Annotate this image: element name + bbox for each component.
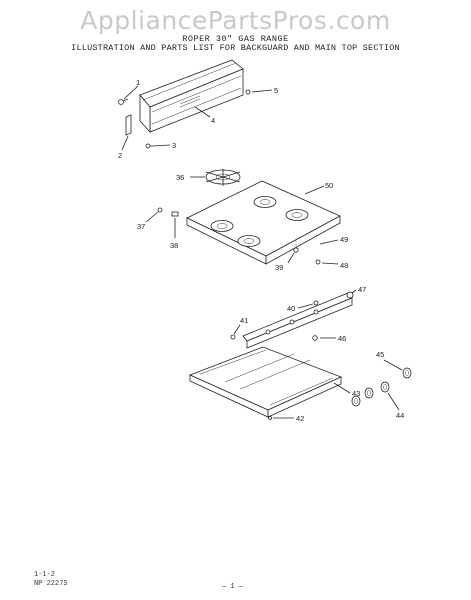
callout-45: 45 <box>376 350 384 359</box>
part-48 <box>315 259 321 265</box>
doc-number: NP 2227S <box>34 580 68 588</box>
callout-50: 50 <box>325 181 333 190</box>
callout-36: 36 <box>176 173 184 182</box>
part-42 <box>268 416 272 420</box>
burner-opening <box>285 209 309 221</box>
callout-37: 37 <box>137 222 145 231</box>
manifold-part-47 <box>242 291 354 349</box>
callout-3: 3 <box>172 141 176 150</box>
callout-38: 38 <box>170 241 178 250</box>
callout-4: 4 <box>211 116 215 125</box>
screw-part-1 <box>118 98 129 105</box>
page-number: — 1 — <box>222 583 244 591</box>
callout-39: 39 <box>275 263 283 272</box>
grate-part-36 <box>205 169 241 186</box>
part-46 <box>312 335 318 341</box>
callout-1: 1 <box>136 78 140 87</box>
callout-47: 47 <box>358 285 366 294</box>
knob-part-44 <box>364 387 374 399</box>
burner-opening <box>253 196 277 208</box>
part-39 <box>293 247 299 253</box>
knob-part-44 <box>380 381 390 393</box>
diagram-title: ROPER 30" GAS RANGE <box>182 34 289 44</box>
screw-part-5 <box>245 89 251 95</box>
callout-43: 43 <box>352 389 360 398</box>
main-top-part-50 <box>186 180 341 265</box>
diagram-subtitle: ILLUSTRATION AND PARTS LIST FOR BACKGUAR… <box>71 43 400 53</box>
bracket-part-2 <box>125 114 132 136</box>
burner-opening <box>237 235 261 247</box>
screw-part-37 <box>157 207 163 213</box>
clip-part-38 <box>171 211 179 217</box>
screw-part-3 <box>145 143 153 149</box>
burner-opening <box>210 220 234 232</box>
callout-5: 5 <box>274 86 278 95</box>
callout-2: 2 <box>118 151 122 160</box>
part-40 <box>313 300 319 306</box>
callout-42: 42 <box>296 414 304 423</box>
callout-40: 40 <box>287 304 295 313</box>
backguard-part <box>139 59 244 134</box>
bottom-pan-part-43 <box>188 346 343 418</box>
callout-48: 48 <box>340 261 348 270</box>
watermark: AppliancePartsPros.com <box>80 6 391 35</box>
callout-46: 46 <box>338 334 346 343</box>
callout-44: 44 <box>396 411 404 420</box>
knob-part-45 <box>402 367 412 379</box>
part-41 <box>230 334 236 340</box>
knob-part-44 <box>351 395 361 407</box>
page-code: 1-1-2 <box>34 571 56 579</box>
callout-41: 41 <box>240 316 248 325</box>
callout-leaders <box>121 85 403 419</box>
callout-49: 49 <box>340 235 348 244</box>
